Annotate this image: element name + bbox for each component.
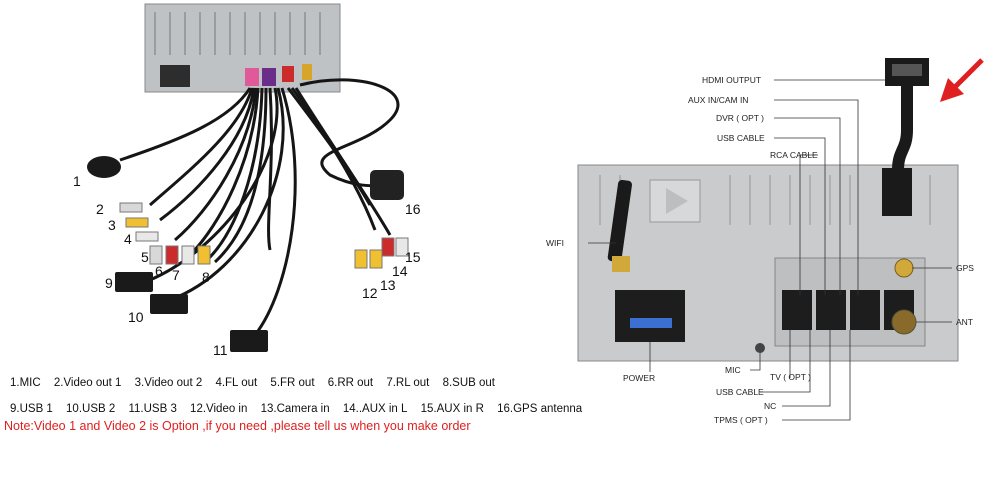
legend-item: 15.AUX in R [420,403,484,415]
legend-item: 10.USB 2 [66,403,116,415]
legend-item: 8.SUB out [442,377,495,389]
legend-item: 4.FL out [215,377,258,389]
label-tv-opt: TV ( OPT ) [770,372,811,382]
callout-6: 6 [155,263,163,279]
legend-item: 3.Video out 2 [134,377,203,389]
red-connector [282,66,294,82]
callout-4: 4 [124,231,132,247]
power-connector [160,65,190,87]
label-dvr-opt: DVR ( OPT ) [716,113,764,123]
legend-item: 7.RL out [386,377,430,389]
hdmi-connector [882,168,912,216]
label-rca-cable: RCA CABLE [770,150,818,160]
legend-item: 12.Video in [190,403,248,415]
ant-socket [891,309,917,335]
callout-12: 12 [362,285,378,301]
usb1-device [115,272,153,292]
callout-11: 11 [213,342,228,358]
play-icon [666,188,688,214]
callout-3: 3 [108,217,116,233]
callout-13: 13 [380,277,396,293]
hdmi-cable [892,86,913,171]
gold-connector [302,64,312,80]
power-connector [615,290,685,342]
usb3-device [230,330,268,352]
callout-9: 9 [105,275,113,291]
callout-7: 7 [172,267,180,283]
mic-device [87,156,121,178]
leader-lines [588,79,952,421]
order-note: Note:Video 1 and Video 2 is Option ,if y… [4,419,471,433]
callout-15: 15 [405,249,421,265]
gps-antenna-device [370,170,404,200]
back-panel-diagram: HDMI OUTPUT AUX IN/CAM IN DVR ( OPT ) US… [520,0,1000,495]
wifi-base [612,256,630,272]
legend-item: 2.Video out 1 [53,377,122,389]
label-wifi: WIFI [546,238,564,248]
rca-plugs [119,202,409,269]
label-ant: ANT [956,317,973,327]
callout-10: 10 [128,309,144,325]
callout-16: 16 [405,201,421,217]
cables [119,78,400,336]
label-usb-cable-bottom: USB CABLE [716,387,764,397]
mic-jack [755,343,765,353]
legend-row-2: 9.USB 1 10.USB 2 11.USB 3 12.Video in 13… [10,403,592,415]
purple-connector [262,68,276,86]
label-power: POWER [623,373,655,383]
legend-item: 11.USB 3 [128,403,177,415]
harness-illustration: 1 2 3 4 5 6 7 8 9 10 11 12 13 14 15 16 [73,3,421,358]
label-mic: MIC [725,365,741,375]
legend-item: 6.RR out [327,377,374,389]
label-usb-cable-top: USB CABLE [717,133,765,143]
pink-connector [245,68,259,86]
label-gps: GPS [956,263,974,273]
power-fuse-strip [630,318,672,328]
callout-2: 2 [96,201,104,217]
wifi-antenna [607,179,632,263]
legend-item: 13.Camera in [260,403,330,415]
label-aux-in-cam-in: AUX IN/CAM IN [688,95,748,105]
label-tpms-opt: TPMS ( OPT ) [714,415,768,425]
hdmi-port [892,64,922,76]
back-panel-illustration: HDMI OUTPUT AUX IN/CAM IN DVR ( OPT ) US… [546,58,984,425]
legend-item: 1.MIC [10,377,41,389]
callout-14: 14 [392,263,408,279]
callout-5: 5 [141,249,149,265]
red-arrow-icon [940,58,984,102]
callout-1: 1 [73,173,81,189]
legend-item: 16.GPS antenna [497,403,583,415]
legend-item: 9.USB 1 [10,403,53,415]
legend-item: 14..AUX in L [342,403,408,415]
harness-diagram: 1 2 3 4 5 6 7 8 9 10 11 12 13 14 15 16 1… [4,3,582,433]
callout-8: 8 [202,269,210,285]
label-hdmi-output: HDMI OUTPUT [702,75,761,85]
usb2-device [150,294,188,314]
gps-socket [894,258,914,278]
label-nc: NC [764,401,776,411]
legend-row-1: 1.MIC 2.Video out 1 3.Video out 2 4.FL o… [10,377,505,389]
legend-item: 5.FR out [270,377,315,389]
